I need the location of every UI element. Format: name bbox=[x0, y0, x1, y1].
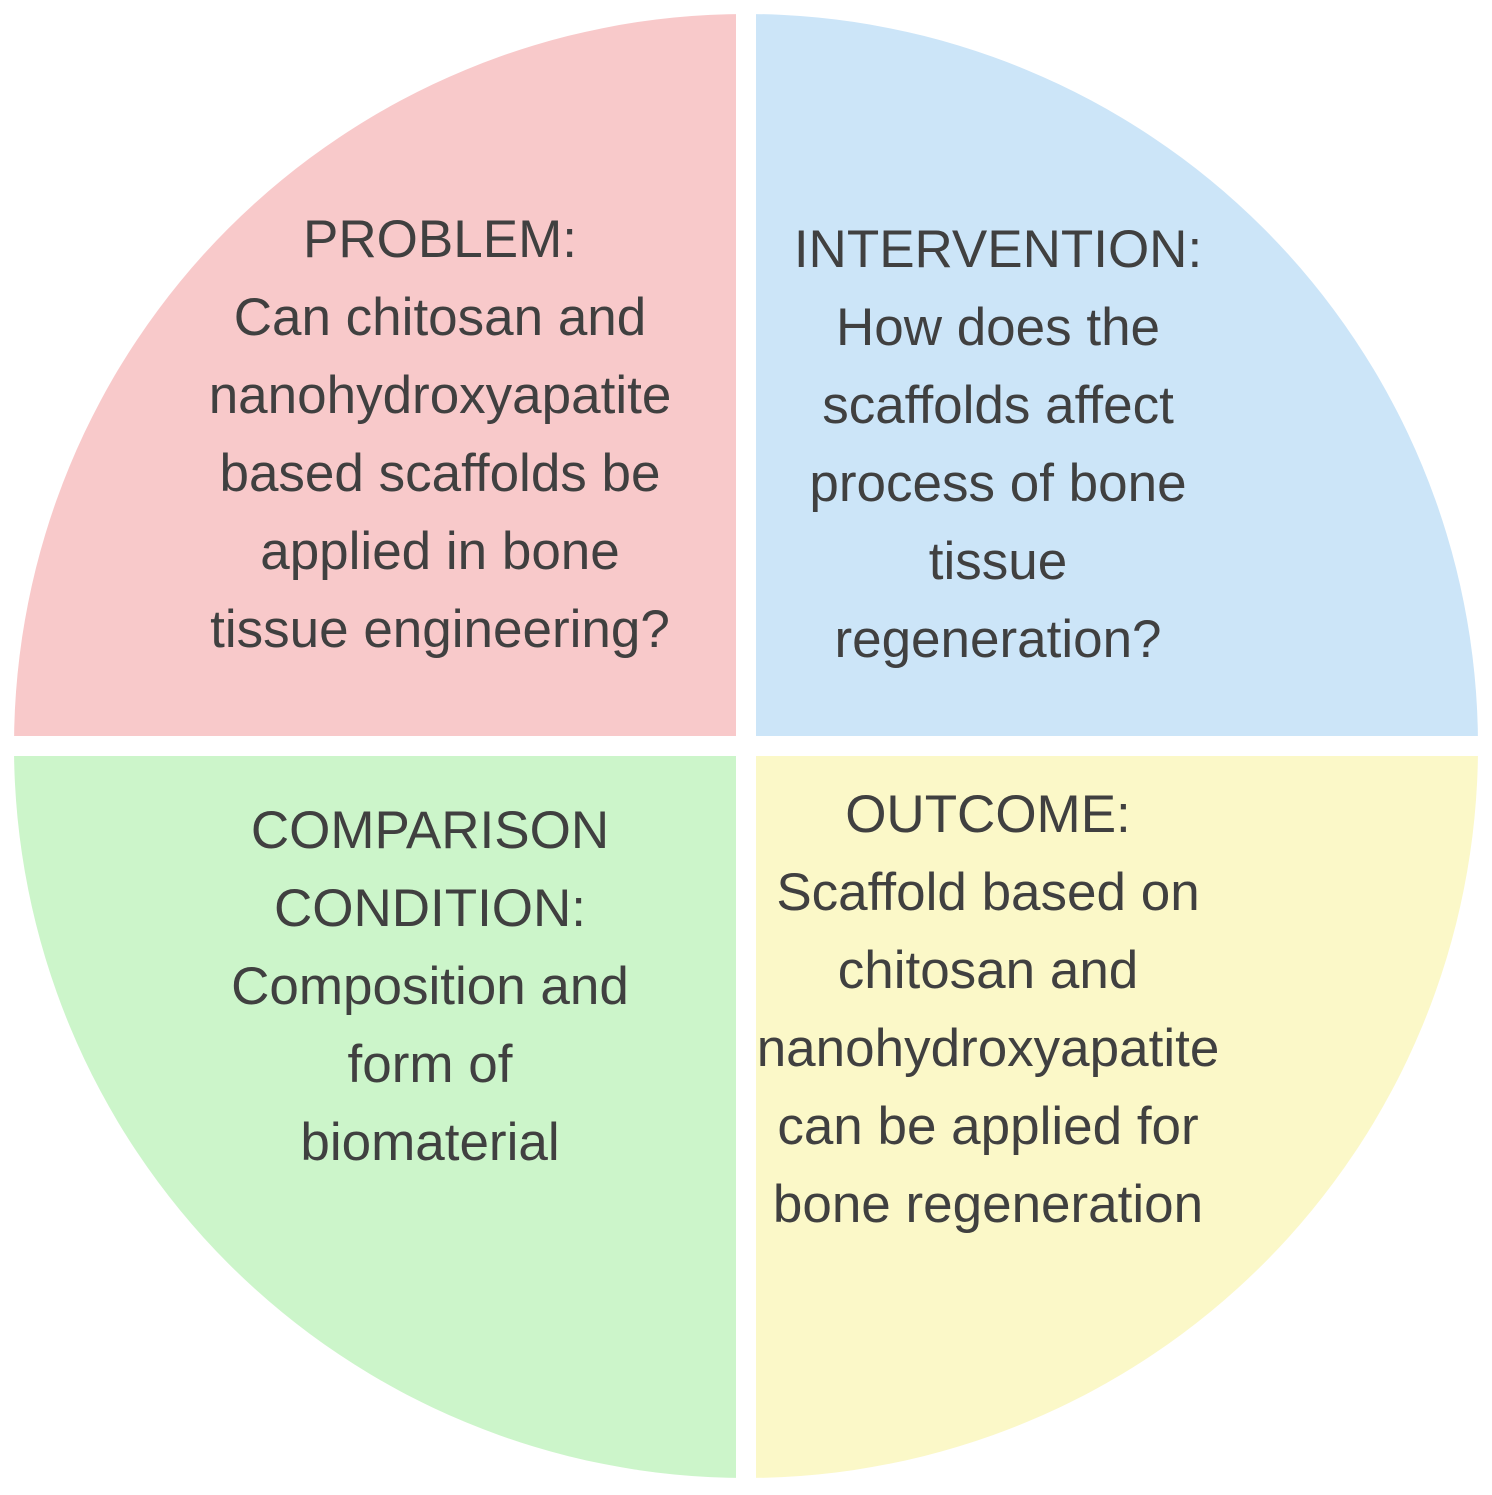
quadrant-outcome: OUTCOME: Scaffold based on chitosan and … bbox=[756, 756, 1478, 1478]
outcome-text-line: Scaffold based on bbox=[776, 863, 1200, 923]
outcome-text-line: bone regeneration bbox=[772, 1174, 1204, 1234]
intervention-heading: INTERVENTION: bbox=[793, 220, 1203, 280]
intervention-text-line: process of bone bbox=[809, 454, 1187, 513]
outcome-text-line: can be applied for bbox=[777, 1096, 1199, 1156]
quadrant-problem: PROBLEM: Can chitosan and nanohydroxyapa… bbox=[14, 14, 736, 736]
problem-text-line: applied in bone bbox=[260, 521, 620, 581]
intervention-text-line: regeneration? bbox=[834, 609, 1162, 669]
problem-text-line: Can chitosan and bbox=[233, 288, 647, 348]
pico-circle: PROBLEM: Can chitosan and nanohydroxyapa… bbox=[14, 14, 1478, 1478]
comparison-text-line: biomaterial bbox=[300, 1112, 560, 1172]
problem-text-line: nanohydroxyapatite bbox=[208, 366, 672, 426]
problem-text-line: tissue engineering? bbox=[210, 599, 670, 659]
intervention-text-line: tissue bbox=[928, 531, 1068, 591]
quadrant-comparison-condition: COMPARISON CONDITION: Composition and fo… bbox=[14, 756, 736, 1478]
intervention-text-line: scaffolds affect bbox=[822, 376, 1174, 436]
intervention-text-line: How does the bbox=[835, 298, 1161, 358]
comparison-heading: COMPARISON bbox=[250, 801, 610, 861]
outcome-text-line: chitosan and bbox=[837, 941, 1139, 1001]
outcome-heading: OUTCOME: bbox=[845, 785, 1131, 845]
comparison-heading: CONDITION: bbox=[273, 879, 587, 939]
comparison-text-line: Composition and bbox=[231, 957, 629, 1017]
problem-text-line: based scaffolds be bbox=[219, 444, 661, 503]
problem-heading: PROBLEM: bbox=[303, 210, 577, 270]
outcome-text-line: nanohydroxyapatite bbox=[756, 1019, 1220, 1078]
comparison-text-line: form of bbox=[347, 1034, 513, 1094]
quadrant-intervention: INTERVENTION: How does the scaffolds aff… bbox=[756, 14, 1478, 736]
